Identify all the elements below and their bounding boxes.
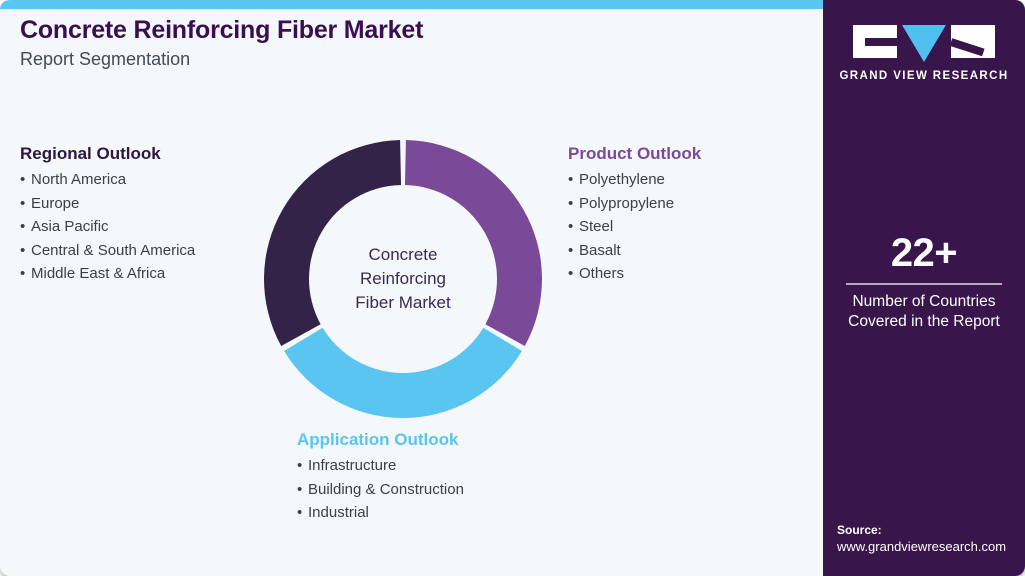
list-item: • North America: [20, 168, 195, 191]
list-item-label: Polyethylene: [579, 171, 665, 189]
right-side-panel: GRAND VIEW RESEARCH 22+ Number of Countr…: [823, 0, 1025, 576]
stat-divider: [846, 283, 1002, 285]
bullet-icon: •: [568, 241, 574, 259]
logo-marks: [823, 25, 1025, 62]
donut-segment-product-outlook: [404, 140, 542, 346]
bullet-icon: •: [568, 218, 574, 236]
list-item-label: Central & South America: [31, 241, 196, 259]
list-item: • Central & South America: [20, 239, 195, 262]
list-item-label: Steel: [579, 218, 614, 236]
list-item-label: Polypropylene: [579, 194, 675, 212]
segmentation-donut-chart: Concrete Reinforcing Fiber Market: [262, 138, 544, 420]
stat-value: 22+: [890, 231, 958, 275]
bullet-icon: •: [20, 218, 26, 236]
bullet-icon: •: [20, 264, 26, 282]
bullet-icon: •: [297, 504, 303, 522]
bullet-icon: •: [297, 457, 303, 475]
list-item: • Basalt: [568, 239, 701, 262]
regional-outlook-list: • North America • Europe • Asia Pacific • Ce…: [20, 168, 195, 285]
list-item: • Infrastructure: [297, 454, 464, 477]
logo-g-icon: [853, 25, 897, 58]
bullet-icon: •: [568, 194, 574, 212]
list-item-label: Middle East & Africa: [31, 264, 166, 282]
donut-segment-group: [264, 140, 542, 418]
logo-r-icon: [951, 25, 995, 58]
bullet-icon: •: [20, 241, 26, 259]
top-accent-bar: [0, 0, 1025, 9]
bullet-icon: •: [20, 194, 26, 212]
header-block: Concrete Reinforcing Fiber Market Report…: [20, 16, 720, 70]
bullet-icon: •: [297, 480, 303, 498]
regional-outlook-block: Regional Outlook • North America • Europe …: [20, 144, 195, 285]
stat-label: Number of Countries Covered in the Repor…: [823, 292, 1025, 334]
bullet-icon: •: [568, 171, 574, 189]
donut-segment-regional-outlook: [264, 140, 402, 346]
list-item-label: North America: [31, 171, 127, 189]
stat-label-line-2: Covered in the Report: [848, 313, 1000, 331]
list-item: • Middle East & Africa: [20, 262, 195, 285]
brand-logo: GRAND VIEW RESEARCH: [823, 25, 1025, 82]
list-item: • Polyethylene: [568, 168, 701, 191]
list-item: • Polypropylene: [568, 192, 701, 215]
source-url[interactable]: www.grandviewresearch.com: [837, 539, 1007, 555]
product-outlook-block: Product Outlook • Polyethylene • Polypropy…: [568, 144, 701, 285]
page-subtitle: Report Segmentation: [20, 48, 191, 69]
list-item-label: Industrial: [308, 504, 369, 522]
list-item-label: Basalt: [579, 241, 621, 259]
list-item-label: Others: [579, 264, 625, 282]
donut-svg: [264, 140, 542, 418]
list-item-label: Building & Construction: [308, 480, 464, 498]
list-item: • Others: [568, 262, 701, 285]
application-outlook-block: Application Outlook • Infrastructure • Bui…: [297, 430, 464, 525]
product-outlook-list: • Polyethylene • Polypropylene • Steel • Bas…: [568, 168, 701, 285]
logo-wordmark: GRAND VIEW RESEARCH: [839, 70, 1009, 82]
application-outlook-heading: Application Outlook: [297, 430, 459, 449]
main-content-area: [0, 9, 823, 576]
list-item-label: Infrastructure: [308, 457, 397, 475]
list-item: • Steel: [568, 215, 701, 238]
donut-segment-application-outlook: [284, 327, 522, 418]
list-item: • Building & Construction: [297, 478, 464, 501]
product-outlook-heading: Product Outlook: [568, 144, 702, 163]
list-item-label: Europe: [31, 194, 80, 212]
source-label: Source:: [837, 522, 882, 537]
regional-outlook-heading: Regional Outlook: [20, 144, 161, 163]
page-title: Concrete Reinforcing Fiber Market: [20, 16, 424, 44]
source-block: Source: www.grandviewresearch.com: [837, 523, 1025, 556]
application-outlook-list: • Infrastructure • Building & Construction…: [297, 454, 464, 524]
list-item: • Europe: [20, 192, 195, 215]
list-item: • Industrial: [297, 501, 464, 524]
bullet-icon: •: [20, 171, 26, 189]
stat-label-line-1: Number of Countries: [852, 292, 996, 310]
logo-v-triangle-icon: [902, 25, 946, 62]
bullet-icon: •: [568, 264, 574, 282]
list-item-label: Asia Pacific: [31, 218, 109, 236]
countries-stat-block: 22+ Number of Countries Covered in the R…: [823, 232, 1025, 333]
list-item: • Asia Pacific: [20, 215, 195, 238]
